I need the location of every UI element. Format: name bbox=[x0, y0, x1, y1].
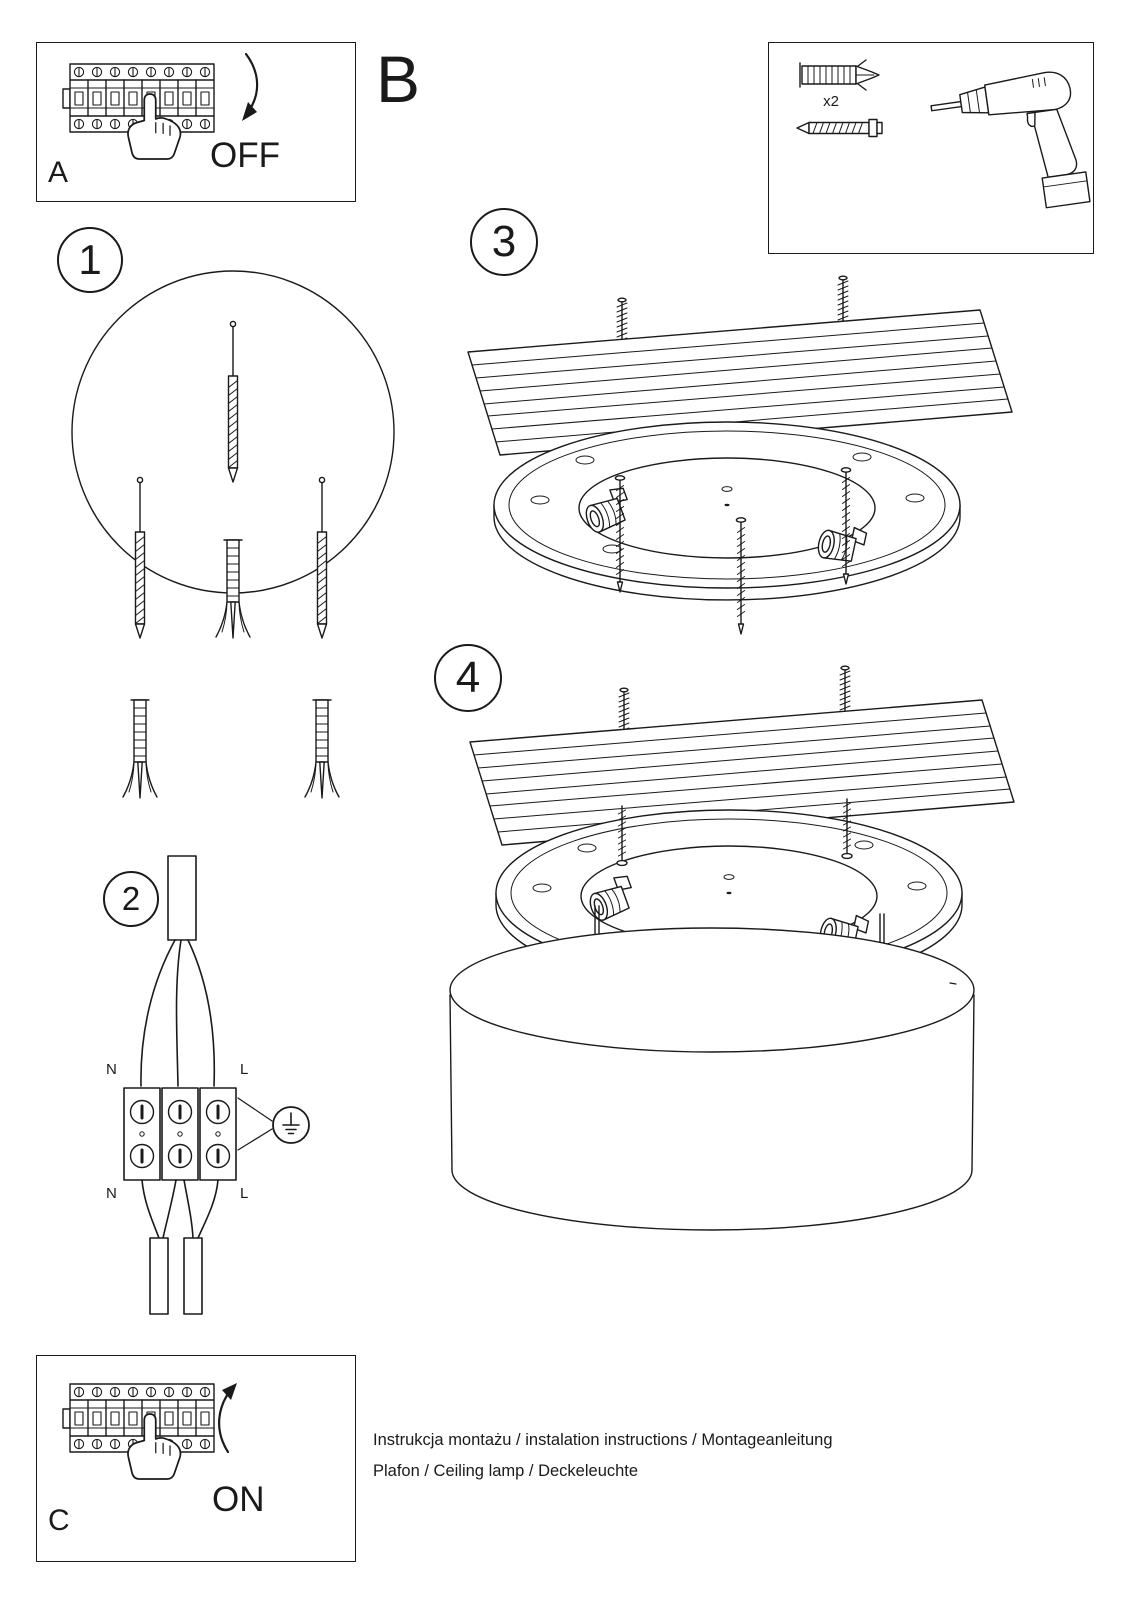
step3-illustration bbox=[467, 275, 1013, 635]
anchor-count-label: x2 bbox=[823, 93, 839, 110]
step-2-badge: 2 bbox=[103, 871, 159, 927]
step4-illustration bbox=[449, 665, 1015, 1231]
breaker-a-illustration bbox=[62, 52, 259, 160]
off-arrow-icon bbox=[242, 52, 259, 121]
drill-icon bbox=[930, 71, 1091, 209]
step-3-number: 3 bbox=[491, 217, 517, 266]
on-arrow-icon bbox=[218, 1383, 237, 1454]
off-label: OFF bbox=[210, 136, 280, 175]
step-4-badge: 4 bbox=[434, 644, 502, 712]
wall-plug-icon bbox=[799, 59, 880, 91]
step2-illustration bbox=[123, 855, 310, 1315]
step-1-number: 1 bbox=[78, 236, 102, 283]
footer-instructions-line: Instrukcja montażu / instalation instruc… bbox=[373, 1431, 833, 1449]
footer-product-line: Plafon / Ceiling lamp / Deckeleuchte bbox=[373, 1462, 639, 1480]
step1-illustration bbox=[71, 270, 395, 799]
step-1-badge: 1 bbox=[57, 227, 123, 293]
wire-n-top-label: N bbox=[106, 1061, 117, 1078]
lamp-shade bbox=[449, 927, 975, 1231]
wire-l-bottom-label: L bbox=[240, 1185, 249, 1202]
step-3-badge: 3 bbox=[470, 208, 538, 276]
panel-c-label: C bbox=[48, 1504, 70, 1537]
screw-icon bbox=[796, 118, 883, 138]
breaker-c-illustration bbox=[62, 1383, 237, 1480]
section-b-label: B bbox=[376, 42, 421, 116]
wire-n-bottom-label: N bbox=[106, 1185, 117, 1202]
wire-l-top-label: L bbox=[240, 1061, 249, 1078]
panel-c-box bbox=[36, 1355, 356, 1562]
tools-illustration bbox=[796, 59, 1091, 209]
step-4-number: 4 bbox=[455, 653, 481, 702]
on-label: ON bbox=[212, 1480, 265, 1519]
panel-a-label: A bbox=[48, 156, 69, 189]
panel-a-box bbox=[36, 42, 356, 202]
step-2-number: 2 bbox=[121, 880, 141, 917]
tools-box bbox=[768, 42, 1094, 254]
terminal-block bbox=[123, 1087, 237, 1181]
earth-icon bbox=[272, 1106, 310, 1144]
